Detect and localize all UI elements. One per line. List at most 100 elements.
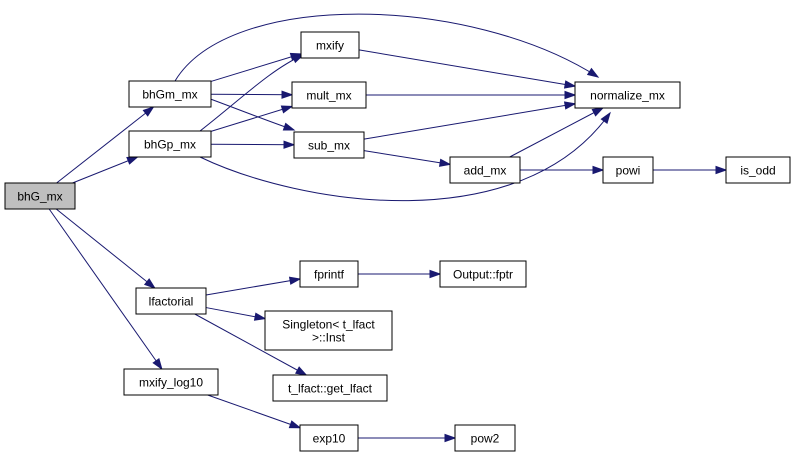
edge-sub_mx-to-add_mx [363,150,452,167]
edge-bhG_mx-to-bhGm_mx [56,106,155,184]
arrowhead-icon [126,156,139,165]
edge-mxify-to-normalize_mx [358,49,577,89]
arrowhead-icon [288,276,302,285]
node-box [299,424,359,452]
node-label: normalize_mx [590,89,665,103]
node-box [264,310,393,351]
node-get-lfact[interactable]: t_lfact::get_lfact [272,374,388,402]
node-label: powi [616,164,641,178]
node-mxify[interactable]: mxify [300,31,360,59]
node-box [135,287,207,315]
edges-layer [48,13,728,443]
edge-line [55,208,156,289]
arrowhead-icon [429,269,442,279]
edge-line [199,112,611,202]
node-box [299,260,359,288]
node-is-odd[interactable]: is_odd [725,156,791,184]
arrowhead-icon [295,366,308,376]
node-powi[interactable]: powi [602,156,654,184]
arrowhead-icon [291,54,305,64]
node-bhgp-mx[interactable]: bhGp_mx [128,130,212,158]
edge-line [210,53,302,82]
node-label: is_odd [740,164,775,178]
node-box [725,156,791,184]
arrowhead-icon [280,105,294,114]
edge-sub_mx-to-normalize_mx [363,101,577,140]
edge-line [199,54,304,132]
node-box [272,374,388,402]
node-pow2[interactable]: pow2 [454,424,516,452]
edge-line [210,105,293,132]
edge-lfactorial-to-get_lfact [194,313,308,376]
arrowhead-icon [281,90,294,99]
edge-line [363,150,451,165]
edge-fprintf-to-Output_fptr [358,269,442,279]
edge-line [207,394,301,429]
node-box [4,182,76,210]
node-box [291,81,367,109]
arrowhead-icon [600,111,611,124]
edge-line [48,208,163,370]
edge-line [210,143,295,146]
edge-line [56,106,154,184]
node-label: bhG_mx [17,190,62,204]
node-label: sub_mx [308,139,350,153]
edge-line [204,96,295,131]
node-singleton-inst[interactable]: Singleton< t_lfact>::Inst [264,310,393,351]
nodes-layer: bhG_mx bhGm_mx bhGp_mx lfactorial mxify_log1… [4,31,791,452]
node-box [602,156,654,184]
node-box [454,424,516,452]
arrowhead-icon [563,80,577,89]
edge-line [205,278,301,296]
edge-line [174,13,599,82]
edge-bhG_mx-to-lfactorial [55,208,156,289]
arrowhead-icon [288,420,302,429]
node-mult-mx[interactable]: mult_mx [291,81,367,109]
node-label: fprintf [314,268,345,282]
edge-line [358,49,576,87]
edge-add_mx-to-powi [520,165,605,175]
node-label: mxify_log10 [139,376,203,390]
edge-bhGp_mx-to-sub_mx [210,140,296,149]
edge-bhGm_mx-to-sub_mx [204,96,296,131]
edge-bhG_mx-to-mxify_log10 [48,208,163,371]
arrowhead-icon [444,433,457,443]
node-exp10[interactable]: exp10 [299,424,359,452]
edge-lfactorial-to-Singleton_Inst [205,307,267,321]
node-normalize-mx[interactable]: normalize_mx [574,81,681,109]
edge-bhG_mx-to-bhGp_mx [72,156,139,184]
node-box [128,80,212,108]
node-bhgm-mx[interactable]: bhGm_mx [128,80,212,108]
node-label: exp10 [313,432,346,446]
node-box [128,130,212,158]
node-label: mult_mx [306,89,351,103]
node-label: t_lfact::get_lfact [288,382,373,396]
node-add-mx[interactable]: add_mx [449,156,521,184]
edge-bhGp_mx-to-normalize_mx [199,111,611,202]
node-bhg-mx[interactable]: bhG_mx [4,182,76,210]
node-mxify-log10[interactable]: mxify_log10 [123,368,219,396]
node-sub-mx[interactable]: sub_mx [293,131,365,159]
edge-line [210,93,293,96]
arrowhead-icon [438,158,452,167]
edge-bhGm_mx-to-normalize_mx [174,13,600,82]
arrowhead-icon [283,140,296,149]
node-output-fptr[interactable]: Output::fptr [439,260,527,288]
edge-lfactorial-to-fprintf [205,276,302,296]
node-fprintf[interactable]: fprintf [299,260,359,288]
edge-bhGm_mx-to-mxify [210,52,303,82]
node-box [574,81,681,109]
edge-line [194,313,307,376]
edge-line [72,156,138,184]
node-label: Singleton< t_lfact [282,318,375,332]
edge-line [363,103,576,140]
edge-bhGm_mx-to-mult_mx [210,90,294,99]
arrowhead-icon [715,165,728,175]
edge-powi-to-is_odd [653,165,728,175]
arrowhead-icon [592,165,605,175]
node-label: add_mx [464,164,507,178]
arrowhead-icon [152,357,163,371]
arrowhead-icon [143,278,156,289]
node-lfactorial[interactable]: lfactorial [135,287,207,315]
edge-bhGp_mx-to-mxify [199,54,305,132]
